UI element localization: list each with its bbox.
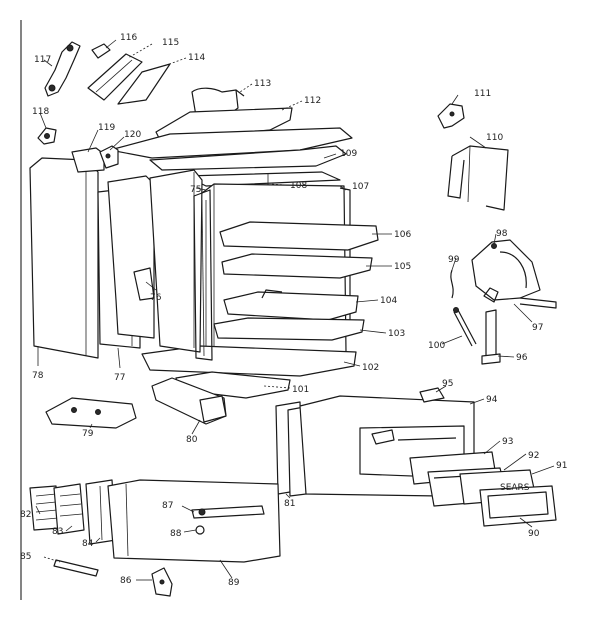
part-116-clip — [91, 43, 111, 59]
part-104-shelf — [223, 289, 359, 321]
leader-lines — [35, 39, 555, 581]
callout-96: 96 — [516, 353, 528, 363]
callout-76: 76 — [150, 293, 162, 303]
callout-107: 107 — [352, 182, 369, 192]
callout-113: 113 — [254, 79, 271, 89]
part-118-knob — [37, 127, 57, 145]
callout-114: 114 — [188, 53, 205, 63]
callout-78: 78 — [32, 371, 44, 381]
part-89-front-panel — [107, 479, 281, 563]
part-106-shelf — [219, 221, 379, 251]
part-88-knob — [195, 525, 205, 535]
callout-79: 79 — [82, 429, 94, 439]
callout-77: 77 — [114, 373, 125, 383]
callout-104: 104 — [380, 296, 397, 306]
callout-105: 105 — [394, 262, 411, 272]
part-96-post — [481, 309, 501, 365]
part-110-frame — [447, 145, 509, 211]
callout-102: 102 — [362, 363, 379, 373]
callout-97: 97 — [532, 323, 543, 333]
callout-84: 84 — [82, 539, 94, 549]
part-117-bracket — [44, 41, 81, 97]
callout-103: 103 — [388, 329, 405, 339]
callout-100: 100 — [428, 341, 445, 351]
callout-108: 108 — [290, 181, 307, 191]
part-79-bracket-plate — [45, 397, 137, 429]
callout-88: 88 — [170, 529, 182, 539]
part-75-inner-panel — [149, 169, 203, 353]
callout-101: 101 — [292, 385, 309, 395]
part-111-latch — [437, 103, 465, 129]
callout-86: 86 — [120, 576, 132, 586]
callout-92: 92 — [528, 451, 539, 461]
part-99-spring-hook — [450, 269, 454, 299]
callout-98: 98 — [496, 229, 508, 239]
part-102-base-frame — [141, 345, 357, 377]
callout-116: 116 — [120, 33, 137, 43]
part-80-support — [151, 377, 227, 425]
part-87-handle — [191, 505, 265, 519]
callout-99: 99 — [448, 255, 460, 265]
part-120-hinge — [99, 145, 119, 169]
callout-115: 115 — [162, 38, 179, 48]
callout-110: 110 — [486, 133, 503, 143]
callout-94: 94 — [486, 395, 498, 405]
part-109-top-cover — [109, 127, 353, 171]
callout-91: 91 — [556, 461, 567, 471]
callout-120: 120 — [124, 130, 141, 140]
callout-106: 106 — [394, 230, 411, 240]
callout-83: 83 — [52, 527, 63, 537]
part-76-door-liner — [107, 175, 155, 339]
callout-85: 85 — [20, 552, 31, 562]
callout-95: 95 — [442, 379, 453, 389]
part-103-shelf — [213, 317, 365, 341]
part-98-door-hinge — [471, 239, 557, 309]
callout-labels: 75 76 77 78 79 80 81 82 83 84 85 86 87 8… — [20, 33, 567, 588]
part-83-grille-panel — [53, 483, 85, 535]
part-97-arm — [483, 287, 499, 303]
part-cabinet-frame-left — [193, 189, 213, 361]
part-78-outer-door — [29, 157, 99, 359]
part-86-bracket — [151, 567, 173, 597]
callout-87: 87 — [162, 501, 173, 511]
callout-109: 109 — [340, 149, 357, 159]
svg-text:SEARS: SEARS — [500, 483, 530, 493]
callout-111: 111 — [474, 89, 491, 99]
part-105-shelf — [221, 253, 373, 279]
callout-80: 80 — [186, 435, 198, 445]
callout-117: 117 — [34, 55, 51, 65]
callout-112: 112 — [304, 96, 321, 106]
callout-82: 82 — [20, 510, 31, 520]
part-85-pin — [53, 559, 99, 577]
callout-93: 93 — [502, 437, 513, 447]
part-115-trim — [87, 53, 143, 101]
part-95-switch — [419, 387, 445, 403]
callout-75: 75 — [190, 185, 201, 195]
callout-119: 119 — [98, 123, 115, 133]
part-100-rod — [453, 307, 477, 347]
part-90-display-window: SEARS — [479, 483, 557, 527]
callout-90: 90 — [528, 529, 540, 539]
callout-89: 89 — [228, 578, 240, 588]
callout-81: 81 — [284, 499, 295, 509]
callout-118: 118 — [32, 107, 49, 117]
